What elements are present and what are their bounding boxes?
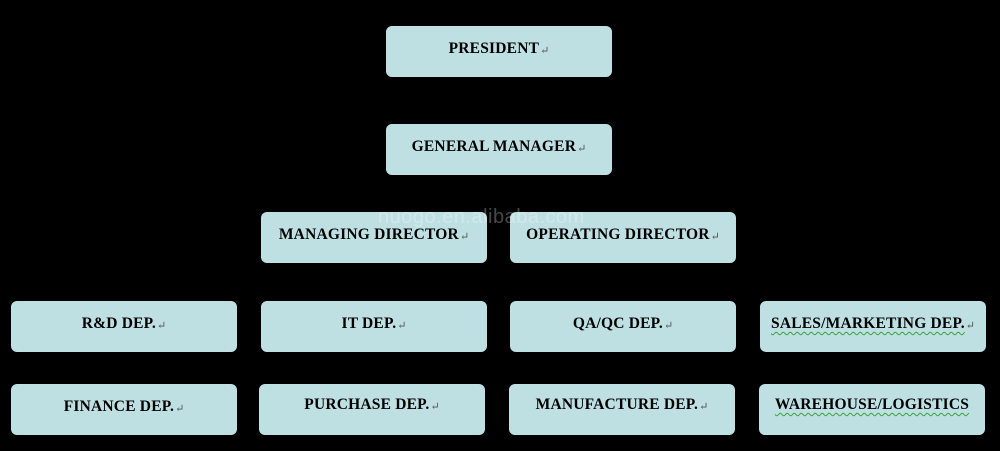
finance-dep-label: FINANCE DEP. — [63, 398, 175, 415]
it-dep-label: IT DEP. — [341, 315, 397, 332]
paragraph-mark-icon: ↵ — [175, 403, 185, 415]
paragraph-mark-icon: ↵ — [577, 143, 587, 155]
general-manager-label: GENERAL MANAGER — [411, 138, 577, 155]
sales-marketing-dep-label: SALES/MARKETING DEP. — [771, 315, 965, 332]
purchase-dep-node: PURCHASE DEP.↵ — [259, 384, 485, 435]
operating-director-node: OPERATING DIRECTOR↵ — [510, 212, 736, 263]
warehouse-logistics-node: WAREHOUSE/LOGISTICS — [759, 384, 985, 435]
paragraph-mark-icon: ↵ — [540, 45, 550, 57]
qa-qc-dep-label: QA/QC DEP. — [572, 315, 663, 332]
sales-marketing-dep-node: SALES/MARKETING DEP.↵ — [760, 301, 986, 352]
paragraph-mark-icon: ↵ — [157, 320, 167, 332]
managing-director-label: MANAGING DIRECTOR — [278, 226, 459, 243]
paragraph-mark-icon: ↵ — [397, 320, 407, 332]
paragraph-mark-icon: ↵ — [430, 401, 440, 413]
president-label: PRESIDENT — [448, 40, 540, 57]
paragraph-mark-icon: ↵ — [710, 231, 720, 243]
finance-dep-node: FINANCE DEP.↵ — [11, 384, 237, 435]
president-node: PRESIDENT↵ — [386, 26, 612, 77]
paragraph-mark-icon: ↵ — [965, 320, 975, 332]
general-manager-node: GENERAL MANAGER↵ — [386, 124, 612, 175]
manufacture-dep-node: MANUFACTURE DEP.↵ — [509, 384, 735, 435]
rd-dep-label: R&D DEP. — [81, 315, 156, 332]
it-dep-node: IT DEP.↵ — [261, 301, 487, 352]
warehouse-logistics-label: WAREHOUSE/LOGISTICS — [774, 396, 970, 413]
purchase-dep-label: PURCHASE DEP. — [304, 396, 430, 413]
paragraph-mark-icon: ↵ — [459, 231, 470, 243]
managing-director-node: MANAGING DIRECTOR↵ — [261, 212, 487, 263]
operating-director-label: OPERATING DIRECTOR — [526, 226, 710, 243]
manufacture-dep-label: MANUFACTURE DEP. — [535, 396, 699, 413]
rd-dep-node: R&D DEP.↵ — [11, 301, 237, 352]
qa-qc-dep-node: QA/QC DEP.↵ — [510, 301, 736, 352]
paragraph-mark-icon: ↵ — [663, 320, 674, 332]
paragraph-mark-icon: ↵ — [699, 401, 709, 413]
